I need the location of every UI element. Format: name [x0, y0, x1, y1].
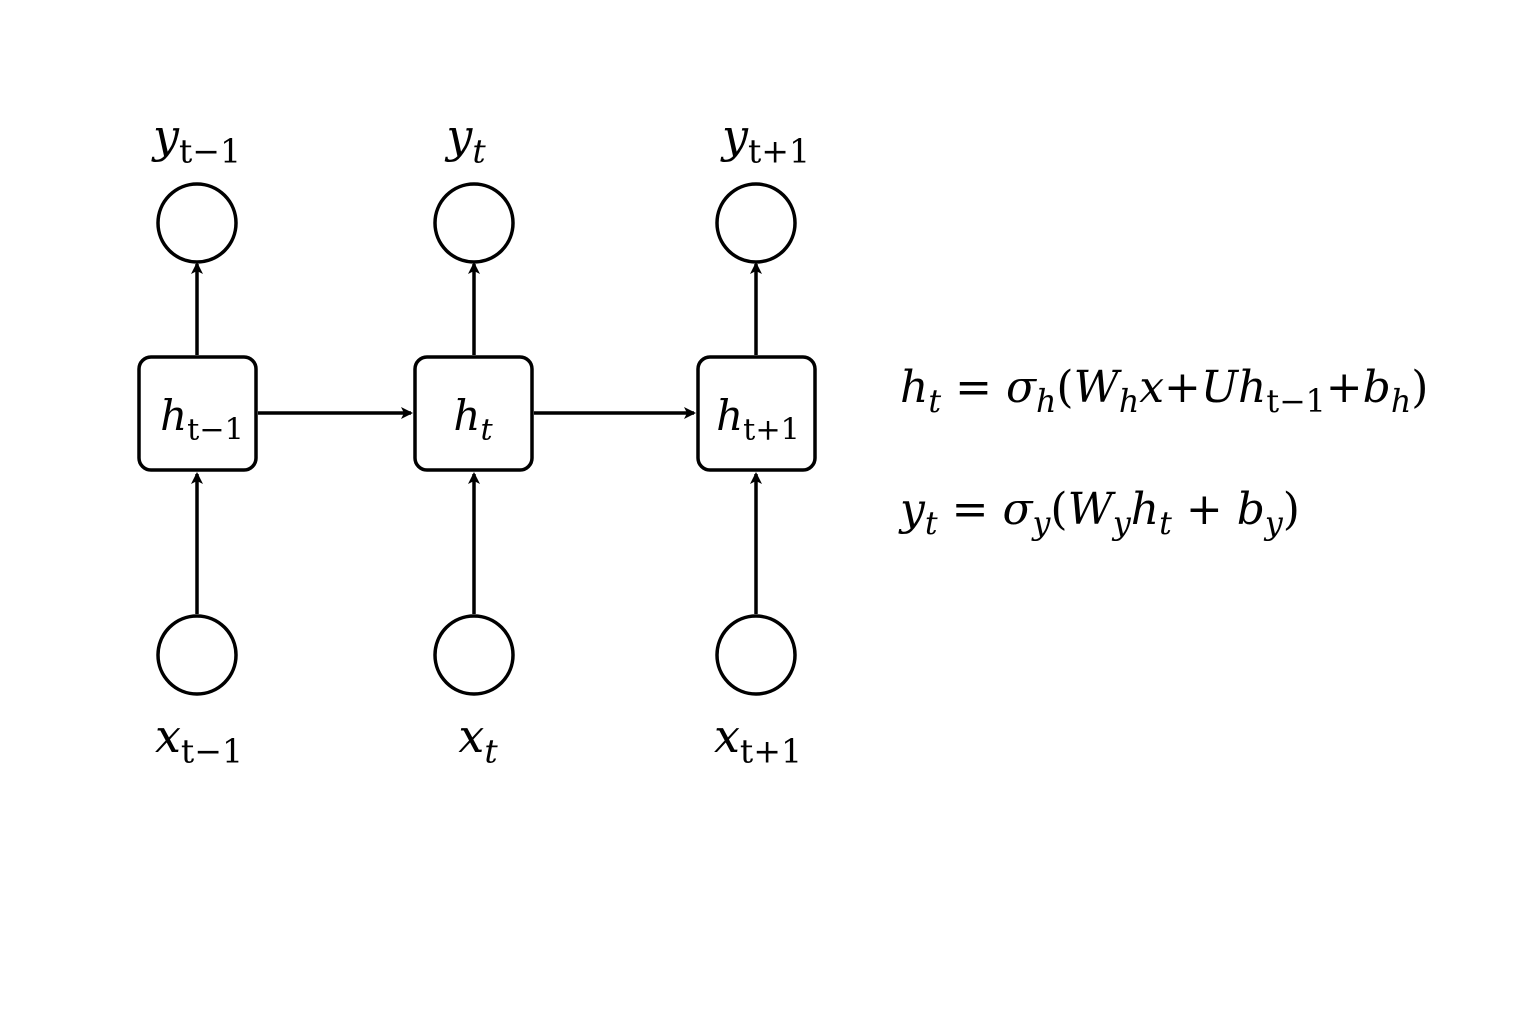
output-node-t-minus-1: [156, 182, 238, 264]
input-label-t: xt: [458, 709, 498, 771]
hidden-state-equation: ht=σh(Whx+Uht−1+bh): [900, 362, 1429, 421]
hidden-label-t: ht: [453, 391, 493, 448]
input-node-t-minus-1: [156, 614, 238, 696]
output-label-t-plus-1: yt+1: [721, 109, 811, 171]
hidden-label-t-plus-1: ht+1: [716, 391, 800, 448]
output-label-t: yt: [446, 109, 486, 171]
output-label-t-minus-1: yt−1: [152, 109, 242, 171]
hidden-label-t-minus-1: ht−1: [160, 391, 244, 448]
hidden-cell-t-plus-1: [696, 355, 817, 472]
input-node-t: [433, 614, 515, 696]
input-label-t-minus-1: xt−1: [154, 709, 244, 771]
hidden-cell-t-minus-1: [137, 355, 258, 472]
hidden-cell-t: [413, 355, 534, 472]
output-equation: yt=σy(Wyht+by): [900, 484, 1300, 543]
input-node-t-plus-1: [715, 614, 797, 696]
input-label-t-plus-1: xt+1: [713, 709, 803, 771]
output-node-t: [433, 182, 515, 264]
output-node-t-plus-1: [715, 182, 797, 264]
